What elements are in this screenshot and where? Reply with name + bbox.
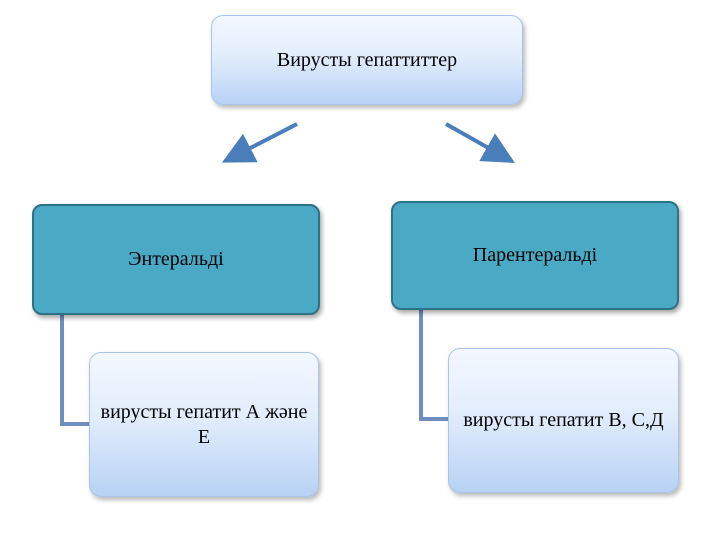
root-node-label: Вирусты гепаттиттер: [276, 48, 458, 71]
connector-parenteral-leaf: [419, 310, 449, 421]
arrow-to-parenteral: [445, 122, 515, 163]
branch-node-parenteral: Парентеральді: [391, 201, 679, 310]
leaf-node-hepatitis-a-e-label: вирусты гепатит А және Е: [100, 400, 308, 448]
branch-node-enteral: Энтеральді: [32, 204, 320, 315]
branch-node-parenteral-label: Парентеральді: [472, 244, 598, 266]
root-node: Вирусты гепаттиттер: [211, 15, 523, 105]
leaf-node-hepatitis-b-c-d: вирусты гепатит В, С,Д: [448, 348, 679, 493]
arrow-to-enteral: [221, 122, 298, 163]
leaf-node-hepatitis-b-c-d-label: вирусты гепатит В, С,Д: [463, 409, 664, 431]
connector-enteral-leaf: [60, 315, 90, 426]
branch-node-enteral-label: Энтеральді: [128, 248, 224, 270]
leaf-node-hepatitis-a-e: вирусты гепатит А және Е: [89, 352, 319, 497]
